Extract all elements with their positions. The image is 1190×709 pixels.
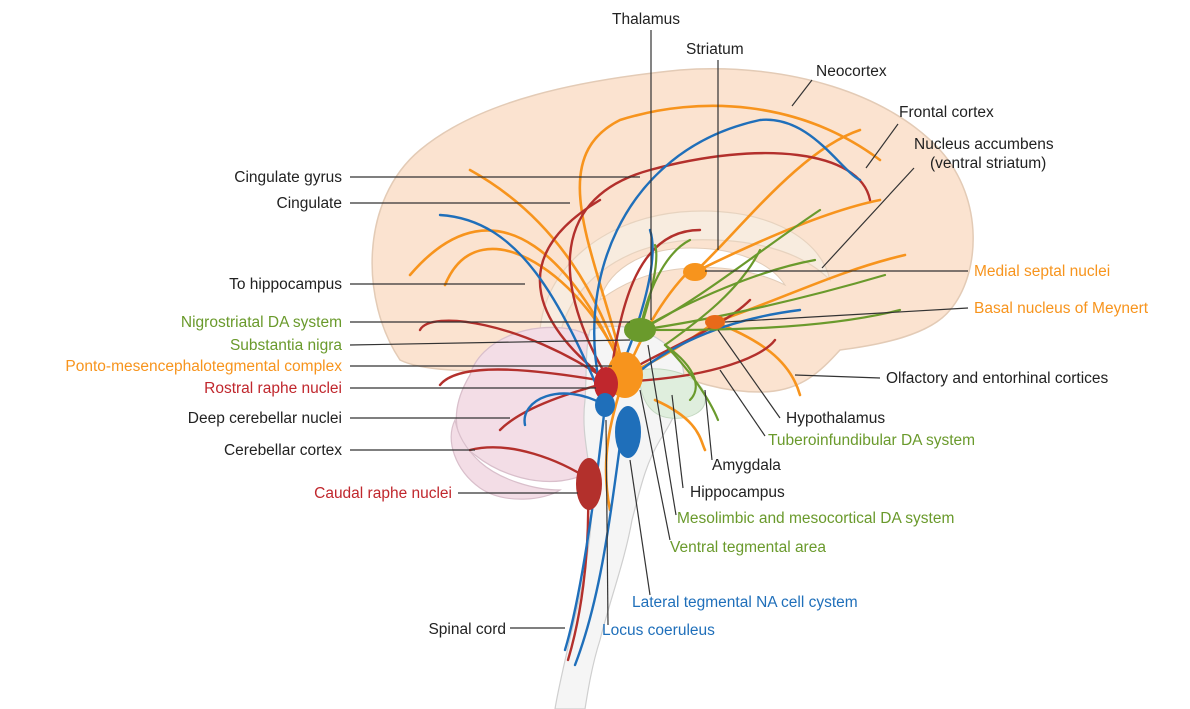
label-ponto-complex: Ponto-mesencephalotegmental complex	[65, 358, 342, 375]
label-amygdala: Amygdala	[712, 457, 781, 474]
deep-blue-nucleus	[595, 393, 615, 417]
label-hippocampus: Hippocampus	[690, 484, 785, 501]
label-ventral-tegmental: Ventral tegmental area	[670, 539, 826, 556]
label-lateral-tegmental: Lateral tegmental NA cell cystem	[632, 594, 858, 611]
label-olfactory: Olfactory and entorhinal cortices	[886, 370, 1109, 387]
label-thalamus: Thalamus	[612, 11, 680, 28]
label-tuberoinfundibular: Tuberoinfundibular DA system	[768, 432, 975, 449]
label-cingulate: Cingulate	[277, 195, 343, 212]
label-cingulate-gyrus: Cingulate gyrus	[234, 169, 342, 186]
locus-coeruleus-nucleus	[615, 406, 641, 458]
label-neocortex: Neocortex	[816, 63, 887, 80]
medial-septal-nucleus	[683, 263, 707, 281]
label-spinal-cord: Spinal cord	[428, 621, 506, 638]
label-nucleus-accumbens: Nucleus accumbens	[914, 136, 1054, 153]
label-basal-nucleus-meynert: Basal nucleus of Meynert	[974, 300, 1149, 317]
label-mesolimbic: Mesolimbic and mesocortical DA system	[677, 510, 954, 527]
label-striatum: Striatum	[686, 41, 744, 58]
label-locus-coeruleus: Locus coeruleus	[602, 622, 715, 639]
basal-nucleus-meynert	[705, 315, 725, 329]
label-nigrostriatal: Nigrostriatal DA system	[181, 314, 342, 331]
label-hypothalamus: Hypothalamus	[786, 410, 885, 427]
label-deep-cerebellar: Deep cerebellar nuclei	[188, 410, 342, 427]
label-to-hippocampus: To hippocampus	[229, 276, 342, 293]
caudal-raphe-nucleus	[576, 458, 602, 510]
label-caudal-raphe: Caudal raphe nuclei	[314, 485, 452, 502]
label-frontal-cortex: Frontal cortex	[899, 104, 994, 121]
label-substantia-nigra: Substantia nigra	[230, 337, 342, 354]
label-medial-septal-nuclei: Medial septal nuclei	[974, 263, 1110, 280]
label-cerebellar-cortex: Cerebellar cortex	[224, 442, 342, 459]
label-ventral-striatum: (ventral striatum)	[930, 155, 1046, 172]
label-rostral-raphe: Rostral raphe nuclei	[204, 380, 342, 397]
